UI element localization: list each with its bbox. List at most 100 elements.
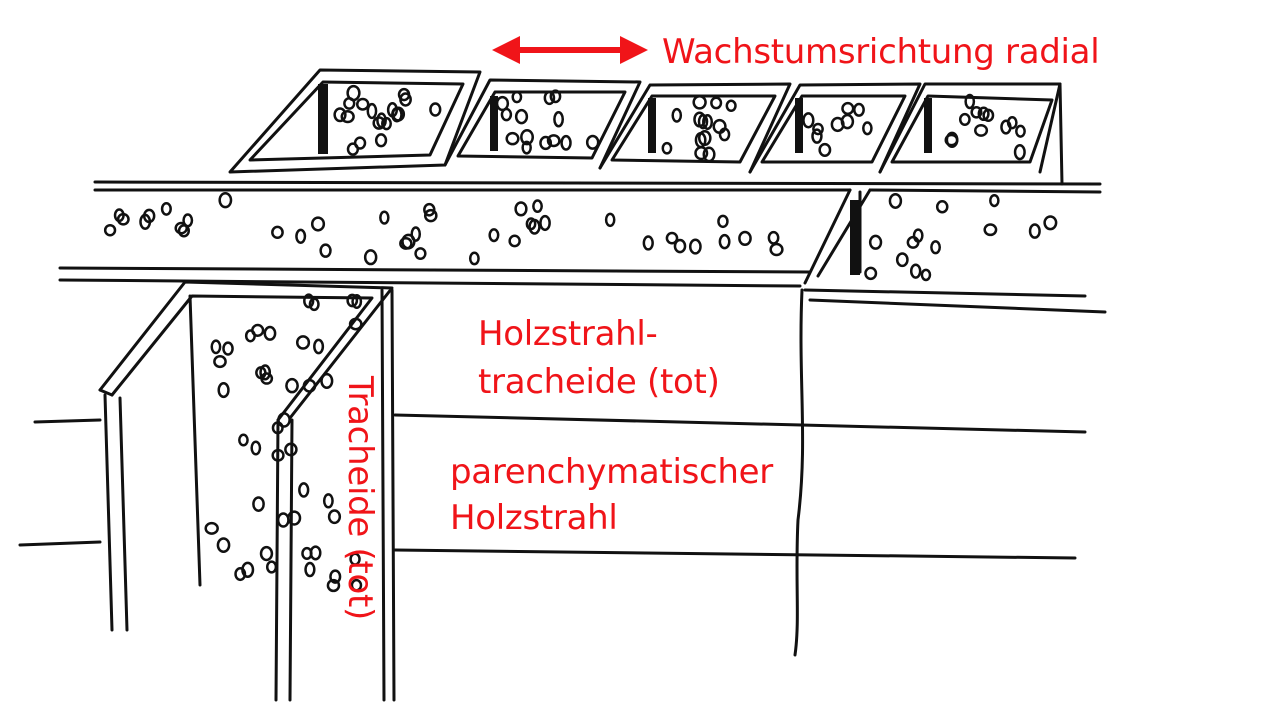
ray-boundaries <box>18 288 1087 657</box>
pit-mark <box>319 243 332 258</box>
pit-mark <box>539 135 553 151</box>
pit-mark <box>811 128 823 144</box>
pit-mark <box>974 123 989 137</box>
pit-mark <box>284 442 298 457</box>
pit-mark <box>1028 223 1041 239</box>
pit-mark <box>327 509 342 525</box>
pit-mark <box>661 141 673 155</box>
pit-mark <box>912 228 924 243</box>
pit-mark <box>250 440 262 456</box>
pit-mark <box>769 242 784 257</box>
cell-wall-shading <box>490 96 498 151</box>
pit-mark <box>263 325 277 341</box>
pit-mark <box>329 569 342 584</box>
pit-mark <box>673 238 687 254</box>
pit-mark <box>488 228 500 243</box>
pit-mark <box>343 97 356 110</box>
pit-mark <box>410 226 422 242</box>
pit-mark <box>553 111 565 128</box>
pit-mark <box>429 102 442 117</box>
pit-mark <box>177 224 190 238</box>
pit-mark <box>276 512 290 528</box>
pit-mark <box>210 339 222 355</box>
label-growth-direction: Wachstumsrichtung radial <box>662 32 1100 72</box>
pit-mark <box>320 372 334 390</box>
pit-mark <box>830 116 845 133</box>
pit-mark <box>350 578 363 592</box>
pit-mark <box>841 101 855 116</box>
pit-mark <box>244 329 256 343</box>
pit-mark <box>303 293 315 309</box>
pit-mark <box>543 90 556 106</box>
pit-mark <box>935 200 949 214</box>
pit-mark <box>391 106 406 122</box>
pit-mark <box>302 378 317 393</box>
cell-wall-shading <box>318 84 328 154</box>
pit-mark <box>853 102 865 117</box>
pit-mark <box>694 146 709 161</box>
pit-mark <box>304 561 316 578</box>
ray-band <box>58 180 1107 314</box>
pit-mark <box>702 146 716 163</box>
pit-mark <box>888 192 903 209</box>
cell-wall-shading <box>850 200 860 275</box>
pit-mark <box>508 234 521 248</box>
pit-mark <box>930 240 941 255</box>
pit-mark <box>349 552 361 566</box>
pit-mark <box>216 537 231 553</box>
pit-mark <box>500 107 513 122</box>
pit-mark <box>217 382 230 399</box>
cell-wall-shading <box>795 98 803 153</box>
pit-mark <box>818 142 832 157</box>
pit-mark <box>277 412 291 428</box>
pit-mark <box>113 208 125 223</box>
pit-mark <box>521 140 532 155</box>
pit-mark <box>511 90 523 104</box>
pit-mark <box>423 202 436 217</box>
pit-mark <box>313 338 325 355</box>
growth-direction-arrow <box>492 36 648 64</box>
pit-mark <box>355 97 370 111</box>
pits <box>103 84 1058 593</box>
pit-mark <box>718 233 731 250</box>
pit-mark <box>717 214 729 229</box>
pit-mark <box>539 214 551 232</box>
label-tracheid: Tracheide (tot) <box>340 376 380 620</box>
pit-mark <box>265 560 278 574</box>
cell-wall-shading <box>924 98 932 153</box>
pit-mark <box>977 106 990 122</box>
pit-mark <box>895 252 909 268</box>
pit-mark <box>142 208 156 224</box>
pit-mark <box>351 293 363 310</box>
pit-mark <box>260 372 274 385</box>
pit-mark <box>399 237 413 250</box>
pit-mark <box>213 355 227 369</box>
pit-mark <box>549 89 562 104</box>
pit-mark <box>514 201 528 217</box>
label-parenchyma-ray-1: parenchymatischer <box>450 452 773 492</box>
pit-mark <box>348 317 363 331</box>
pit-mark <box>241 561 255 578</box>
pit-mark <box>287 510 302 526</box>
pit-mark <box>295 228 307 244</box>
pit-mark <box>909 263 922 279</box>
pit-mark <box>322 493 334 509</box>
pit-mark <box>514 108 529 125</box>
pit-mark <box>505 131 520 146</box>
pit-mark <box>271 225 284 240</box>
label-parenchyma-ray-2: Holzstrahl <box>450 498 618 538</box>
label-ray-tracheid-2: tracheide (tot) <box>478 362 720 402</box>
pit-mark <box>671 107 683 123</box>
pit-mark <box>363 249 378 266</box>
pit-mark <box>372 116 386 130</box>
pit-mark <box>346 293 359 308</box>
pit-mark <box>604 212 616 228</box>
pit-mark <box>285 377 299 394</box>
pit-mark <box>738 230 752 247</box>
pit-mark <box>259 364 272 381</box>
pit-mark <box>725 99 737 113</box>
label-ray-tracheid-1: Holzstrahl- <box>478 314 658 354</box>
pit-mark <box>560 134 572 151</box>
pit-mark <box>767 230 780 245</box>
